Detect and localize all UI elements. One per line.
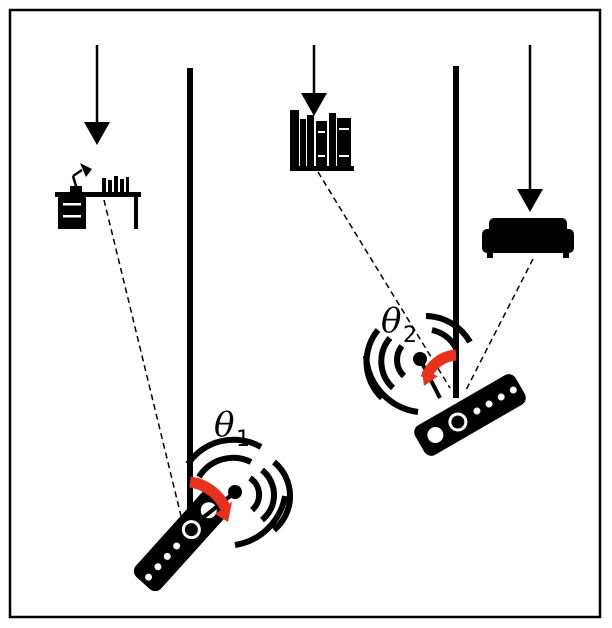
sightline-1 xyxy=(103,199,183,521)
sightline-2 xyxy=(317,171,451,389)
router-icon-2 xyxy=(414,374,526,456)
theta-1-subscript: 1 xyxy=(236,427,250,452)
angle-arc-1 xyxy=(189,476,232,512)
sofa-icon xyxy=(482,218,574,258)
antenna-1 xyxy=(198,491,236,522)
sightline-3 xyxy=(465,258,534,391)
antenna-tip-1 xyxy=(228,485,242,499)
down-arrow-1 xyxy=(84,45,110,145)
down-arrow-3 xyxy=(517,45,543,212)
figure-border xyxy=(8,8,602,619)
antenna-tip-2 xyxy=(413,352,427,366)
theta-2-subscript: 2 xyxy=(403,323,417,348)
wifi-signal-icon xyxy=(185,436,293,548)
bookshelf-icon xyxy=(290,110,354,171)
theta-2-label: θ 2 xyxy=(381,301,417,348)
theta-2-symbol: θ xyxy=(381,301,401,341)
wifi-signal-icon-2 xyxy=(363,313,473,415)
desk-icon xyxy=(55,163,141,229)
down-arrow-2 xyxy=(301,45,327,116)
theta-1-symbol: θ xyxy=(214,405,234,445)
theta-1-label: θ 1 xyxy=(214,405,250,452)
